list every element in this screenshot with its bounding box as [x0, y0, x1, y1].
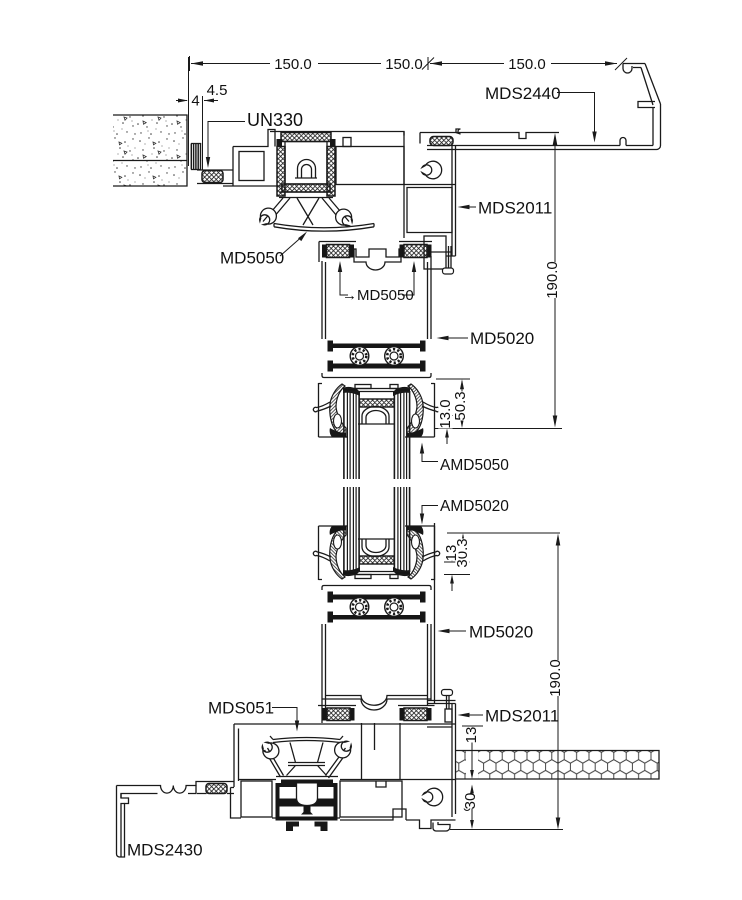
svg-text:MD5020: MD5020	[470, 329, 534, 348]
svg-text:MDS2440: MDS2440	[485, 84, 561, 103]
svg-text:UN330: UN330	[247, 110, 303, 130]
svg-text:150.0: 150.0	[274, 56, 312, 73]
svg-text:→MD5050: →MD5050	[342, 287, 414, 304]
svg-text:4: 4	[191, 93, 199, 110]
svg-text:13.0: 13.0	[437, 399, 454, 428]
svg-text:150.0: 150.0	[508, 56, 546, 73]
svg-text:190.0: 190.0	[547, 659, 564, 697]
svg-text:150.0: 150.0	[385, 56, 423, 73]
svg-text:MDS2011: MDS2011	[485, 707, 559, 726]
svg-text:50.3: 50.3	[452, 391, 469, 420]
svg-text:13: 13	[463, 727, 480, 744]
svg-text:30: 30	[462, 793, 479, 810]
svg-text:190.0: 190.0	[544, 261, 561, 299]
svg-text:AMD5020: AMD5020	[440, 498, 509, 515]
svg-text:MDS2011: MDS2011	[478, 199, 552, 218]
svg-text:MDS2430: MDS2430	[127, 841, 203, 860]
svg-text:4.5: 4.5	[207, 82, 228, 99]
svg-text:MDS051: MDS051	[208, 699, 274, 718]
svg-text:13: 13	[443, 545, 460, 562]
svg-text:MD5020: MD5020	[469, 623, 533, 642]
svg-text:AMD5050: AMD5050	[440, 457, 509, 474]
svg-text:MD5050: MD5050	[220, 249, 284, 268]
